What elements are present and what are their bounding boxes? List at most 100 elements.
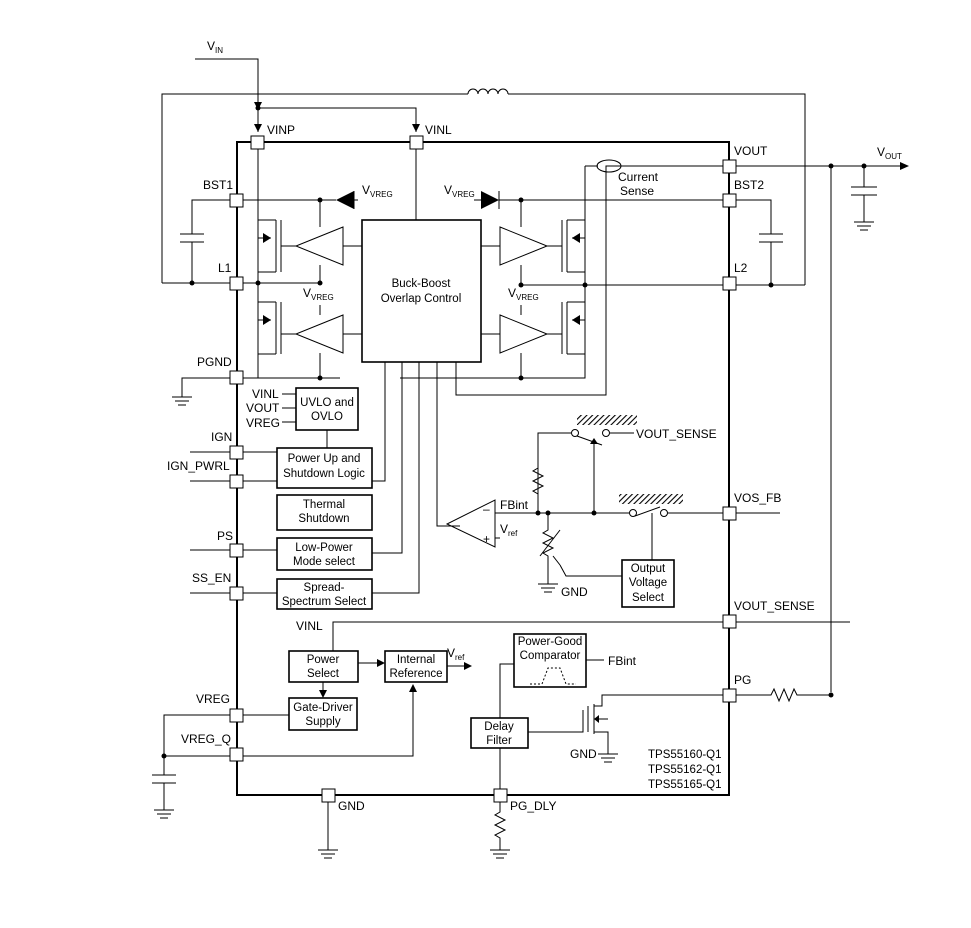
- pin-gnd: GND: [321, 788, 365, 813]
- delay-filter-block: Delay Filter: [470, 710, 584, 789]
- bst1-capacitor: [162, 199, 230, 286]
- svg-text:VREG_Q: VREG_Q: [181, 732, 231, 746]
- power-good-comparator: Power-Good Comparator FBint: [499, 633, 637, 718]
- current-sense-label-2: Sense: [620, 184, 654, 198]
- svg-text:Buck-Boost: Buck-Boost: [392, 278, 452, 290]
- control-wiring: [372, 362, 460, 594]
- svg-text:VINL: VINL: [296, 619, 323, 633]
- svg-text:BST1: BST1: [203, 178, 233, 192]
- pin-ps: PS: [217, 529, 244, 558]
- svg-text:VREG: VREG: [196, 692, 230, 706]
- vin-label: VIN: [207, 39, 223, 55]
- svg-text:Spread-: Spread-: [304, 582, 345, 594]
- svg-text:–: –: [483, 502, 490, 516]
- pin-pgnd: PGND: [197, 355, 244, 385]
- svg-text:Vref: Vref: [447, 646, 465, 662]
- svg-text:VOS_FB: VOS_FB: [734, 491, 781, 505]
- gate-driver-block: Gate-Driver Supply: [243, 697, 358, 731]
- hatch-fb: [619, 494, 683, 504]
- svg-text:Shutdown Logic: Shutdown Logic: [283, 468, 365, 480]
- svg-text:Thermal: Thermal: [303, 499, 345, 511]
- svg-text:Mode select: Mode select: [293, 556, 356, 568]
- power-up-block: Power Up and Shutdown Logic: [243, 447, 373, 489]
- pin-ign-pwrl: IGN_PWRL: [167, 459, 244, 489]
- pin-pg: PG: [722, 673, 751, 703]
- pin-pg-dly: PG_DLY: [493, 788, 556, 813]
- feedback-network: VOUT_SENSE GND: [500, 415, 723, 599]
- svg-text:Overlap Control: Overlap Control: [381, 293, 462, 305]
- hatch-top: [577, 415, 637, 425]
- pin-vreg-q: VREG_Q: [181, 732, 244, 762]
- current-sense-label: Current: [618, 170, 659, 184]
- svg-text:VOUT: VOUT: [734, 144, 768, 158]
- external-sense-lines: [736, 512, 850, 623]
- svg-text:L2: L2: [734, 261, 748, 275]
- svg-text:VVREG: VVREG: [508, 286, 539, 302]
- svg-text:Power: Power: [307, 654, 340, 666]
- svg-text:Reference: Reference: [389, 668, 442, 680]
- pin-bst1: BST1: [203, 178, 244, 208]
- svg-text:Filter: Filter: [486, 735, 512, 747]
- svg-text:Output: Output: [631, 563, 666, 575]
- pin-vos-fb: VOS_FB: [722, 491, 781, 521]
- svg-text:VOUT: VOUT: [246, 401, 280, 415]
- svg-text:Spectrum Select: Spectrum Select: [282, 596, 367, 608]
- input-lines-left: [190, 451, 230, 594]
- svg-text:Delay: Delay: [484, 721, 514, 733]
- svg-text:Supply: Supply: [305, 716, 340, 728]
- svg-text:TPS55162-Q1: TPS55162-Q1: [648, 764, 722, 776]
- ic-outline: [236, 141, 730, 796]
- output-voltage-select-block: Output Voltage Select: [621, 559, 675, 608]
- svg-text:VOUT_SENSE: VOUT_SENSE: [636, 427, 717, 441]
- pin-l2: L2: [722, 261, 748, 291]
- svg-text:VOUT_SENSE: VOUT_SENSE: [734, 599, 815, 613]
- svg-text:Select: Select: [632, 592, 665, 604]
- pg-pullup-resistor: [736, 687, 834, 703]
- svg-text:PS: PS: [217, 529, 233, 543]
- pin-l1: L1: [218, 261, 244, 291]
- svg-text:Power-Good: Power-Good: [518, 636, 583, 648]
- svg-text:IGN: IGN: [211, 430, 232, 444]
- svg-text:VVREG: VVREG: [303, 286, 334, 302]
- svg-text:UVLO and: UVLO and: [300, 397, 354, 409]
- pin-vinl: VINL: [409, 123, 452, 150]
- svg-text:Gate-Driver: Gate-Driver: [293, 702, 353, 714]
- svg-text:GND: GND: [561, 585, 588, 599]
- svg-text:GND: GND: [338, 799, 365, 813]
- svg-text:TPS55165-Q1: TPS55165-Q1: [648, 779, 722, 791]
- svg-text:IGN_PWRL: IGN_PWRL: [167, 459, 230, 473]
- power-select-block: VINL Power Select: [288, 619, 723, 698]
- svg-text:Low-Power: Low-Power: [295, 542, 353, 554]
- svg-text:FBint: FBint: [608, 654, 637, 668]
- gnd-ground: [318, 802, 338, 859]
- pin-vreg: VREG: [196, 692, 244, 723]
- pin-vinp: VINP: [250, 123, 295, 150]
- svg-text:SS_EN: SS_EN: [192, 571, 231, 585]
- svg-text:VREG: VREG: [246, 416, 280, 430]
- bst2-capacitor: [736, 199, 805, 288]
- uvlo-block: UVLO and OVLO VINL VOUT VREG: [246, 387, 359, 448]
- pin-vout: VOUT: [722, 144, 768, 174]
- vin-supply: VIN: [195, 39, 420, 132]
- low-power-block: Low-Power Mode select: [243, 537, 373, 571]
- svg-text:Select: Select: [307, 668, 340, 680]
- svg-text:L1: L1: [218, 261, 232, 275]
- svg-text:OVLO: OVLO: [311, 411, 343, 423]
- power-stage-left: VVREG VVREG: [243, 149, 393, 381]
- internal-reference-block: Internal Reference Vref: [243, 646, 472, 757]
- vreg-capacitor: [152, 714, 230, 819]
- pin-ign: IGN: [211, 430, 244, 460]
- part-numbers: TPS55160-Q1 TPS55162-Q1 TPS55165-Q1: [648, 749, 722, 791]
- svg-text:Comparator: Comparator: [520, 650, 581, 662]
- pg-dly-resistor: [490, 802, 510, 859]
- svg-text:Power Up and: Power Up and: [288, 453, 361, 465]
- pin-ss-en: SS_EN: [192, 571, 244, 601]
- svg-text:VVREG: VVREG: [362, 183, 393, 199]
- svg-text:VINL: VINL: [425, 123, 452, 137]
- pg-transistor: GND: [570, 694, 723, 763]
- thermal-shutdown-block: Thermal Shutdown: [276, 494, 373, 531]
- svg-text:VVREG: VVREG: [444, 183, 475, 199]
- svg-text:VINP: VINP: [267, 123, 295, 137]
- spread-spectrum-block: Spread- Spectrum Select: [243, 578, 373, 610]
- error-amplifier: – + FBint Vref: [445, 498, 529, 548]
